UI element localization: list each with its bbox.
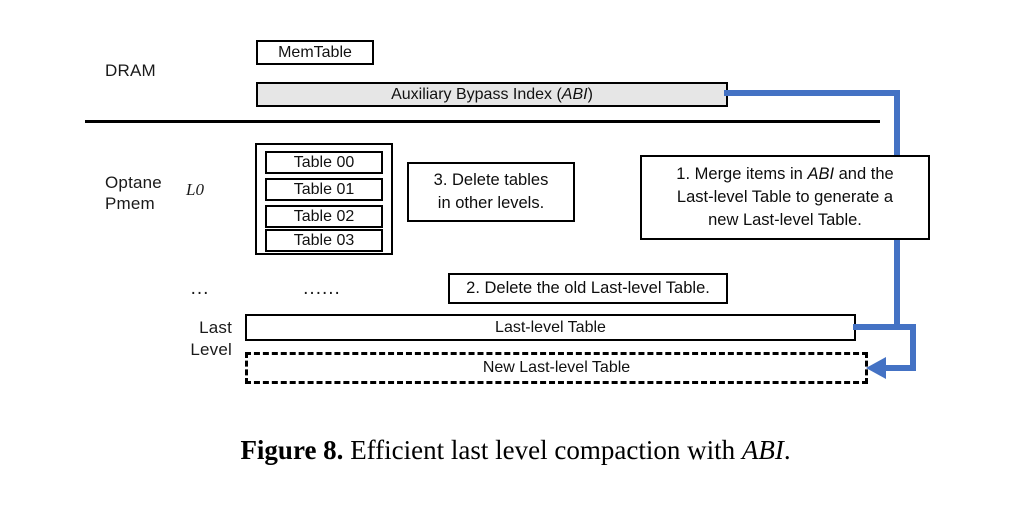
step-3-line1: 3. Delete tables xyxy=(433,171,549,189)
step-1-line2: Last-level Table to generate a xyxy=(676,188,894,206)
abi-label-emphasis: ABI xyxy=(561,85,588,103)
figure-caption-text: Efficient last level compaction with xyxy=(343,435,742,465)
memtable-box[interactable]: MemTable xyxy=(256,40,374,65)
tier-label-optane-line1: Optane xyxy=(105,173,162,192)
l0-table-2[interactable]: Table 02 xyxy=(265,205,383,228)
figure-caption-end: . xyxy=(783,435,791,465)
step-1-line1-suffix: and the xyxy=(834,165,894,183)
l0-table-0[interactable]: Table 00 xyxy=(265,151,383,174)
dram-optane-divider xyxy=(85,120,880,123)
tier-label-last-line2: Level xyxy=(190,340,232,359)
l0-table-2-label: Table 02 xyxy=(293,207,355,225)
l0-table-1-label: Table 01 xyxy=(293,180,355,198)
tier-label-dram: DRAM xyxy=(105,61,156,80)
l0-table-3[interactable]: Table 03 xyxy=(265,229,383,252)
figure-caption-emphasis: ABI xyxy=(741,435,784,465)
connector-arrowhead xyxy=(866,357,886,379)
l0-table-1[interactable]: Table 01 xyxy=(265,178,383,201)
figure-caption-label: Figure 8. xyxy=(240,435,344,465)
l0-table-group: Table 00 Table 01 Table 02 Table 03 xyxy=(255,143,393,255)
step-1-callout[interactable]: 1. Merge items in ABI and the Last-level… xyxy=(640,155,930,240)
auxiliary-bypass-index-bar[interactable]: Auxiliary Bypass Index (ABI) xyxy=(256,82,728,107)
abi-label: Auxiliary Bypass Index (ABI) xyxy=(391,86,593,104)
step-1-line3: new Last-level Table. xyxy=(708,211,862,229)
step-2-callout[interactable]: 2. Delete the old Last-level Table. xyxy=(448,273,728,304)
tier-label-optane-line2: Pmem xyxy=(105,194,155,213)
step-3-line2: in other levels. xyxy=(437,194,545,212)
new-last-level-table-label: New Last-level Table xyxy=(482,359,631,376)
l0-table-0-label: Table 00 xyxy=(293,153,355,171)
memtable-label: MemTable xyxy=(278,43,352,61)
new-last-level-table-box[interactable]: New Last-level Table xyxy=(245,352,868,384)
last-level-table-label: Last-level Table xyxy=(495,318,606,336)
figure-caption: Figure 8. Efficient last level compactio… xyxy=(115,434,916,466)
level-label-l0: L0 xyxy=(186,180,204,199)
step-2-label: 2. Delete the old Last-level Table. xyxy=(466,279,710,297)
tier-label-last-line1: Last xyxy=(199,318,232,337)
step-1-line1: 1. Merge items in ABI and the xyxy=(676,163,893,186)
step-1-line1-emphasis: ABI xyxy=(807,165,835,183)
ellipsis-levels: ... xyxy=(190,278,210,299)
ellipsis-tables: ...... xyxy=(303,278,341,299)
abi-label-prefix: Auxiliary Bypass Index ( xyxy=(391,85,562,103)
last-level-table-box[interactable]: Last-level Table xyxy=(245,314,856,341)
abi-label-suffix: ) xyxy=(587,85,593,103)
step-3-callout[interactable]: 3. Delete tables in other levels. xyxy=(407,162,575,222)
l0-table-3-label: Table 03 xyxy=(293,231,355,249)
step-1-line1-prefix: 1. Merge items in xyxy=(676,165,808,183)
